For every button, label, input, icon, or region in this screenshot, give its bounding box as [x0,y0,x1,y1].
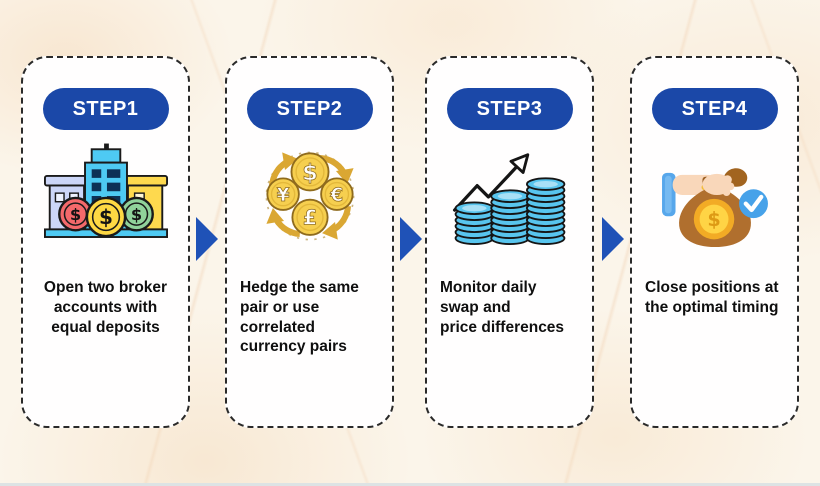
step-text: Close positions at the optimal timing [645,279,779,316]
svg-text:¥: ¥ [276,185,289,206]
currency-exchange-icon: $ ¥ € £ [265,151,354,241]
triangle-right-arrow-icon [196,217,218,261]
buildings-coins-icon: $ $ $ [43,143,168,238]
triangle-right-arrow-icon [400,217,422,261]
step-badge: STEP2 [246,88,373,130]
svg-text:$: $ [302,160,317,186]
step-text: Hedge the same pair or use correlated cu… [240,279,359,356]
step-badge: STEP3 [446,88,573,130]
hand-moneybag-check-icon: $ [661,168,768,248]
step-card-4: STEP4 $ Close positions at th [630,56,799,428]
svg-text:£: £ [302,206,316,230]
step-badge: STEP1 [42,88,169,130]
coin-stacks-growth-icon [452,153,565,245]
step-card-2: STEP2 [225,56,394,428]
step-card-1: STEP1 $ $ [21,56,190,428]
step-badge: STEP4 [651,88,778,130]
svg-text:$: $ [707,208,720,231]
step-text: Monitor daily swap and price differences [440,279,565,336]
triangle-right-arrow-icon [602,217,624,261]
step-card-3: STEP3 [425,56,594,428]
svg-text:$: $ [99,205,113,229]
step-text: Open two broker accounts with equal depo… [43,279,168,336]
bottom-edge-strip [0,483,820,486]
svg-text:€: € [329,185,343,206]
svg-text:$: $ [69,205,80,224]
svg-text:$: $ [130,205,141,224]
